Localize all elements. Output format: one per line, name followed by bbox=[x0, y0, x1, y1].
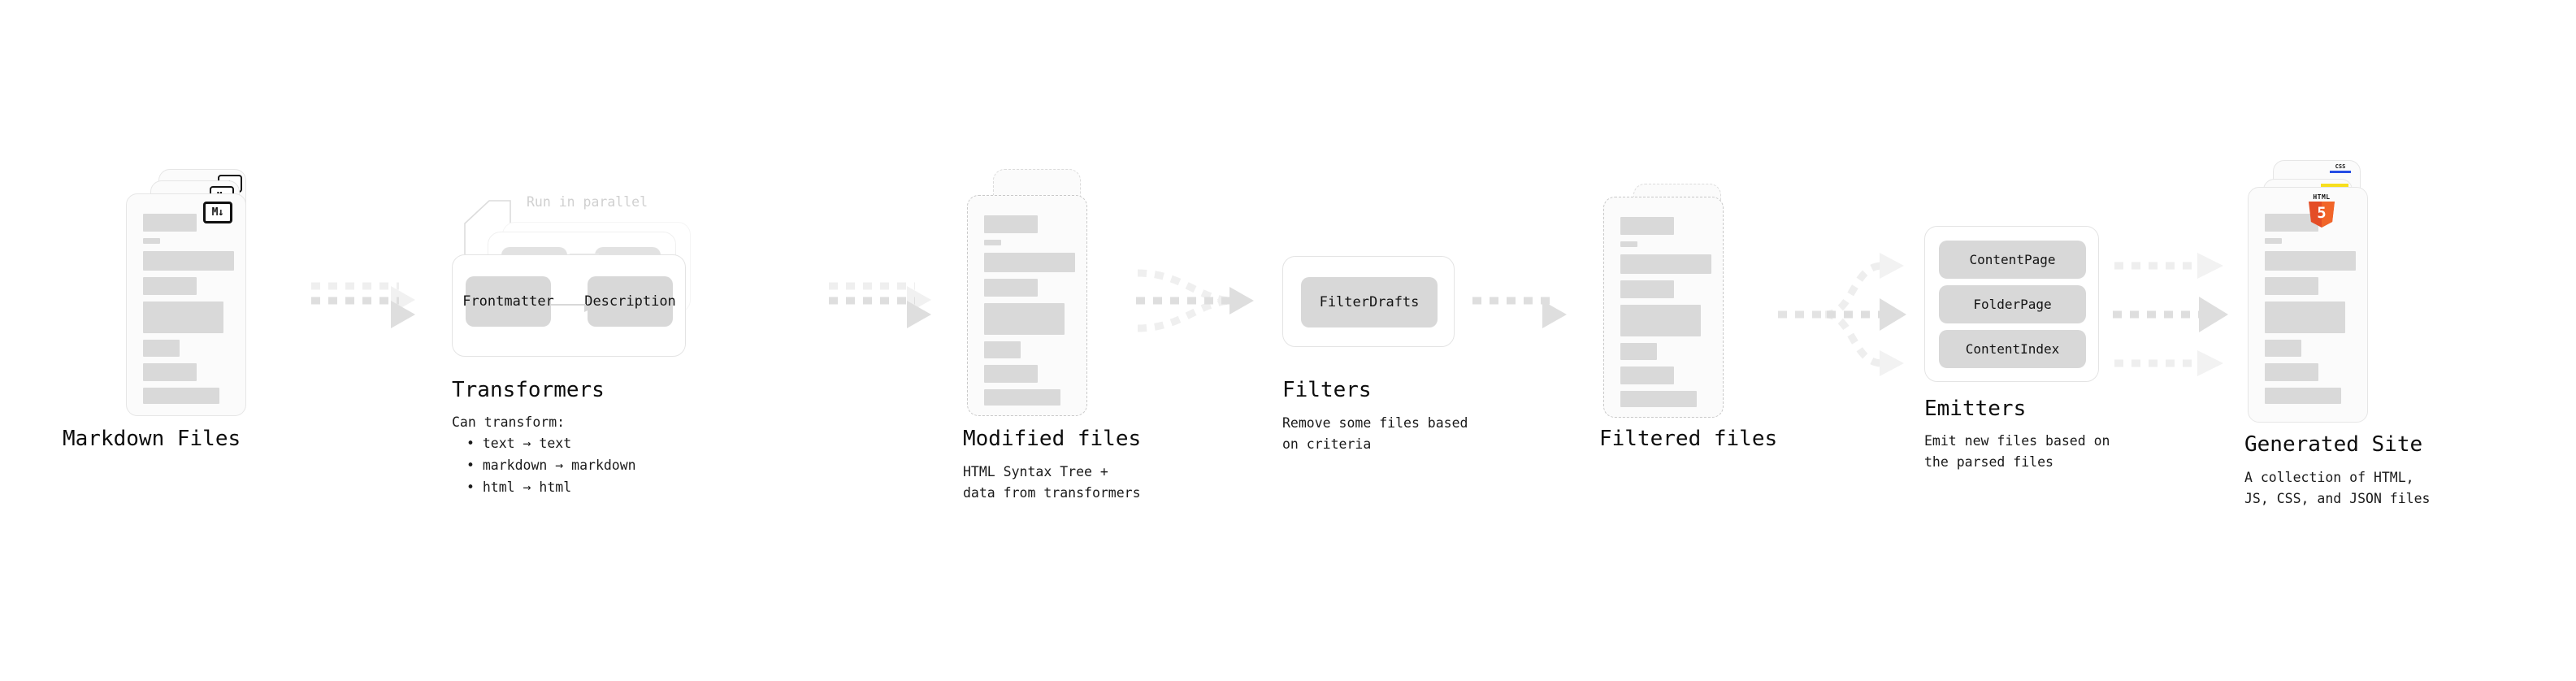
doc-bar bbox=[1620, 217, 1674, 235]
arrow-head bbox=[391, 301, 415, 328]
stage-title-generated-site: Generated Site bbox=[2244, 432, 2423, 457]
html5-icon: HTML 5 bbox=[2308, 193, 2335, 228]
site-card-html bbox=[2248, 187, 2368, 423]
plugin-chip-filterdrafts[interactable]: FilterDrafts bbox=[1301, 277, 1438, 327]
doc-bar bbox=[1620, 254, 1711, 274]
stage-desc-transformers: Can transform: bbox=[452, 414, 566, 430]
arrow-head bbox=[907, 301, 931, 328]
doc-bar bbox=[2265, 301, 2345, 333]
run-in-parallel-leader bbox=[464, 200, 511, 254]
arrow-head bbox=[1542, 301, 1567, 328]
doc-bar bbox=[984, 389, 1060, 406]
doc-bar bbox=[1620, 241, 1637, 247]
doc-bar bbox=[143, 388, 219, 404]
dotted-line bbox=[311, 282, 399, 290]
doc-bar bbox=[984, 365, 1038, 383]
inner-arrow-frontmatter-to-description bbox=[550, 297, 599, 312]
converging-dotted-lines bbox=[1136, 269, 1254, 332]
doc-bar bbox=[143, 251, 234, 271]
doc-bar bbox=[143, 363, 197, 381]
run-in-parallel-label: Run in parallel bbox=[527, 194, 648, 210]
doc-bar bbox=[1620, 391, 1697, 407]
stage-title-filtered-files: Filtered files bbox=[1599, 427, 1778, 451]
doc-bar bbox=[143, 301, 223, 333]
doc-bar bbox=[143, 214, 197, 232]
stage-title-transformers: Transformers bbox=[452, 378, 605, 402]
modified-card-front bbox=[967, 195, 1087, 416]
stage-desc-emitters: Emit new files based on the parsed files bbox=[1924, 433, 2110, 470]
doc-bar bbox=[143, 277, 197, 295]
plugin-chip-description[interactable]: Description bbox=[584, 276, 676, 327]
doc-bar bbox=[984, 341, 1021, 358]
stage-desc-filters: Remove some files based on criteria bbox=[1282, 415, 1468, 452]
stage-title-modified-files: Modified files bbox=[963, 427, 1142, 451]
doc-bar bbox=[2265, 214, 2318, 232]
stage-title-markdown-files: Markdown Files bbox=[63, 427, 241, 451]
markdown-icon: M↓ bbox=[203, 202, 232, 223]
filters-group: FilterDrafts bbox=[1282, 256, 1455, 347]
markdown-card-front bbox=[126, 193, 246, 416]
doc-bar bbox=[2265, 251, 2356, 271]
stage-title-emitters: Emitters bbox=[1924, 397, 2027, 421]
doc-bar bbox=[2265, 238, 2282, 244]
doc-bar bbox=[984, 279, 1038, 297]
doc-bar bbox=[1620, 343, 1657, 360]
transform-bullet-2: • html → html bbox=[466, 479, 572, 495]
doc-bar bbox=[984, 215, 1038, 233]
doc-bar bbox=[2265, 277, 2318, 295]
plugin-chip-contentpage[interactable]: ContentPage bbox=[1939, 241, 2086, 279]
doc-bar bbox=[984, 303, 1065, 335]
stage-title-filters: Filters bbox=[1282, 378, 1372, 402]
doc-bar bbox=[1620, 305, 1701, 336]
dotted-line bbox=[829, 297, 915, 305]
parallel-dotted-lines bbox=[2113, 253, 2228, 376]
doc-bar bbox=[2265, 340, 2301, 357]
doc-bar bbox=[1620, 367, 1674, 384]
stage-desc-generated-site: A collection of HTML, JS, CSS, and JSON … bbox=[2244, 470, 2431, 506]
transform-bullet-0: • text → text bbox=[466, 436, 572, 451]
dotted-line bbox=[311, 297, 399, 305]
stage-desc-modified-files: HTML Syntax Tree + data from transformer… bbox=[963, 464, 1141, 501]
emitters-group: ContentPage FolderPage ContentIndex bbox=[1924, 226, 2099, 382]
doc-bar bbox=[984, 240, 1001, 245]
doc-bar bbox=[1620, 280, 1674, 298]
dotted-line bbox=[829, 282, 915, 290]
doc-bar bbox=[143, 340, 180, 357]
plugin-chip-folderpage[interactable]: FolderPage bbox=[1939, 285, 2086, 323]
fanout-dotted-lines bbox=[1778, 253, 1906, 376]
transform-bullet-1: • markdown → markdown bbox=[466, 458, 636, 473]
css-icon-label: CSS bbox=[2335, 163, 2346, 170]
html5-icon-digit: 5 bbox=[2317, 204, 2327, 222]
doc-bar bbox=[143, 238, 160, 244]
doc-bar bbox=[2265, 363, 2318, 381]
doc-bar bbox=[2265, 388, 2341, 404]
css-icon: CSS bbox=[2330, 164, 2351, 173]
transformers-group-front: Frontmatter Description bbox=[452, 254, 686, 357]
html5-icon-label: HTML bbox=[2313, 193, 2331, 201]
plugin-chip-frontmatter[interactable]: Frontmatter bbox=[462, 276, 554, 327]
plugin-chip-contentindex[interactable]: ContentIndex bbox=[1939, 330, 2086, 368]
filtered-card-front bbox=[1603, 197, 1724, 418]
doc-bar bbox=[984, 253, 1075, 272]
dotted-line bbox=[1472, 297, 1550, 305]
